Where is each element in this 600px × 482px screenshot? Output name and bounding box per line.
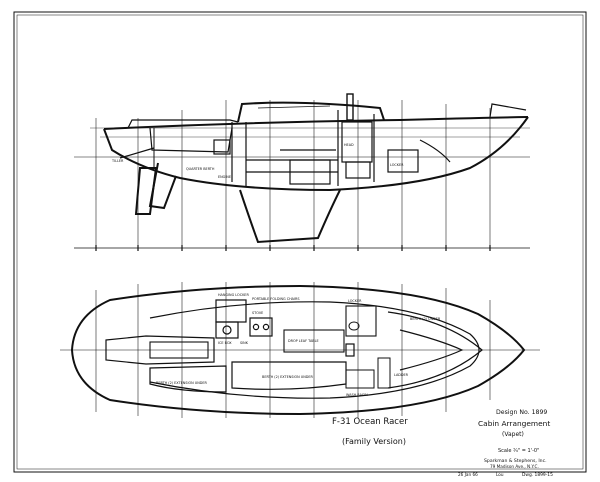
rudder bbox=[134, 167, 158, 215]
bow-pulpit bbox=[489, 103, 527, 118]
v-berth-insert bbox=[399, 329, 464, 371]
tiller bbox=[119, 147, 155, 159]
drawing-subtitle: (Vapet) bbox=[502, 431, 524, 438]
sheet-border-inner bbox=[16, 14, 584, 470]
head-label: HEAD bbox=[344, 143, 354, 147]
sink-label: SINK bbox=[240, 341, 249, 345]
caption-line-1: F-31 Ocean Racer bbox=[332, 417, 408, 427]
drop-leaf-table-label: DROP LEAF TABLE bbox=[288, 339, 319, 343]
cabin-trunk bbox=[237, 101, 385, 123]
wash-basin-label: WASH BASIN bbox=[346, 393, 368, 397]
stove-label: STOVE bbox=[252, 311, 263, 315]
sheet-border bbox=[13, 11, 587, 473]
cabin-trunk-window bbox=[257, 105, 331, 109]
firm-address: 79 Madison Ave., N.Y.C. bbox=[490, 464, 539, 469]
firm-name: Sparkman & Stephens, Inc. bbox=[484, 458, 547, 464]
caption-line-2: (Family Version) bbox=[342, 437, 406, 446]
head-compartment bbox=[345, 305, 377, 337]
folding-chairs-label: PORTABLE FOLDING CHAIRS bbox=[252, 297, 300, 301]
ladder-label: LADDER bbox=[394, 373, 409, 377]
engine-label: ENGINE bbox=[218, 175, 231, 179]
profile-view: TILLER QUARTER BERTH ENGINE HEAD LOCKER bbox=[74, 93, 530, 251]
berth-stbd-label: BERTH (2) EXTENSION UNDER bbox=[156, 381, 208, 385]
drop-leaf-table bbox=[283, 329, 345, 353]
drawing-title: Cabin Arrangement bbox=[478, 419, 550, 428]
v-berth bbox=[387, 311, 483, 389]
deck-outline bbox=[70, 284, 526, 416]
profile-interior bbox=[213, 110, 451, 186]
title-block: Design No. 1899 Cabin Arrangement (Vapet… bbox=[458, 409, 553, 478]
plan-view: HANGING LOCKER ICE BOX STOVE SINK DROP L… bbox=[60, 282, 540, 418]
hull-underbody-line bbox=[103, 116, 529, 192]
ice-box-label: ICE BOX bbox=[218, 341, 232, 345]
cockpit-hatch bbox=[149, 341, 209, 359]
cockpit-plan bbox=[105, 335, 215, 365]
drawing-date: 26 Jan 66 bbox=[458, 472, 478, 477]
drawn-by: Lou bbox=[496, 472, 504, 477]
mast-section bbox=[346, 93, 354, 121]
berth-port-label: BERTH (2) EXTENSION UNDER bbox=[262, 375, 314, 379]
hull-sheer-line bbox=[103, 116, 529, 130]
tiller-label: TILLER bbox=[111, 159, 124, 163]
quarter-berth-label: QUARTER BERTH bbox=[186, 167, 215, 171]
keel bbox=[239, 189, 341, 244]
mast-partner bbox=[345, 343, 355, 357]
wash-basin bbox=[345, 369, 375, 389]
drawing-scale: Scale ¾" = 1'-0" bbox=[498, 448, 539, 454]
cockpit-coaming bbox=[127, 119, 239, 129]
profile-station-ticks bbox=[95, 245, 491, 251]
drawing-number: Dwg. 1899-15 bbox=[522, 472, 553, 478]
hanging-locker-label: HANGING LOCKER bbox=[218, 293, 249, 297]
galley bbox=[215, 299, 273, 339]
berth-stbd bbox=[149, 365, 227, 393]
design-number: Design No. 1899 bbox=[496, 409, 547, 416]
berth-forward-label: BERTH (2) UNDER bbox=[410, 317, 441, 321]
cabin-sole-outline bbox=[149, 301, 480, 399]
locker-label-plan: LOCKER bbox=[348, 299, 362, 303]
toilet bbox=[348, 321, 360, 331]
ladder bbox=[377, 357, 391, 389]
locker-label-profile: LOCKER bbox=[390, 163, 404, 167]
